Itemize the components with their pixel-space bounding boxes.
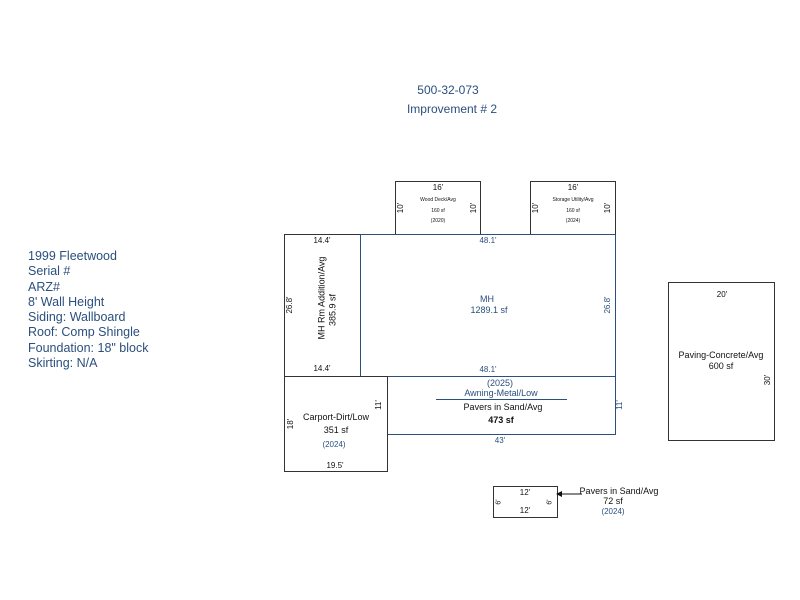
wood-deck-year: (2020) bbox=[430, 218, 446, 224]
improvement-title: Improvement # 2 bbox=[406, 102, 498, 116]
small-pavers-area: 72 sf bbox=[603, 496, 623, 506]
detail-line: 8' Wall Height bbox=[28, 294, 105, 309]
carport-outline bbox=[284, 376, 388, 472]
small-pavers-outline bbox=[493, 486, 558, 518]
storage-top-dim: 16' bbox=[567, 183, 579, 192]
improvement-details: 1999 Fleetwood Serial # ARZ# 8' Wall Hei… bbox=[28, 249, 149, 371]
detail-line: ARZ# bbox=[28, 279, 60, 294]
carport-area: 351 sf bbox=[323, 425, 349, 435]
detail-line: Serial # bbox=[28, 264, 71, 279]
room-addition-top-dim: 14.4' bbox=[313, 236, 331, 245]
detail-line: Roof: Comp Shingle bbox=[28, 325, 140, 340]
awning-area: 473 sf bbox=[488, 415, 514, 425]
detail-line: 1999 Fleetwood bbox=[28, 249, 117, 263]
small-pavers-name: Pavers in Sand/Avg bbox=[579, 486, 659, 496]
wood-deck-name: Wood Deck/Avg bbox=[420, 197, 456, 203]
detail-line: Siding: Wallboard bbox=[28, 310, 126, 325]
awning-pavers-name: Pavers in Sand/Avg bbox=[463, 402, 543, 412]
awning-divider bbox=[436, 399, 567, 400]
awning-bottom-dim: 43' bbox=[494, 436, 506, 445]
parcel-number: 500-32-073 bbox=[417, 83, 479, 97]
storage-year: (2024) bbox=[565, 218, 581, 224]
mh-top-dim: 48.1' bbox=[479, 236, 497, 245]
awning-year: (2025) bbox=[486, 378, 514, 388]
mh-bottom-dim: 48.1' bbox=[479, 365, 497, 374]
carport-name: Carport-Dirt/Low bbox=[302, 412, 370, 422]
storage-name: Storage Utility/Avg bbox=[552, 197, 594, 203]
small-pavers-top-dim: 12' bbox=[519, 488, 531, 497]
wood-deck-top-dim: 16' bbox=[432, 183, 444, 192]
mh-area: 1289.1 sf bbox=[470, 305, 508, 315]
detail-line: Skirting: N/A bbox=[28, 356, 98, 371]
paving-outline bbox=[668, 282, 775, 441]
wood-deck-area: 160 sf bbox=[431, 208, 445, 214]
small-pavers-year: (2024) bbox=[601, 507, 625, 516]
paving-name: Paving-Concrete/Avg bbox=[678, 350, 764, 360]
paving-area: 600 sf bbox=[708, 361, 734, 371]
paving-top-dim: 20' bbox=[716, 290, 728, 299]
mh-name: MH bbox=[480, 294, 494, 304]
carport-bottom-dim: 19.5' bbox=[326, 461, 344, 470]
carport-year: (2024) bbox=[322, 440, 346, 449]
room-addition-bottom-dim: 14.4' bbox=[313, 364, 331, 373]
awning-name: Awning-Metal/Low bbox=[464, 388, 538, 398]
detail-line: Foundation: 18" block bbox=[28, 340, 149, 355]
small-pavers-bottom-dim: 12' bbox=[519, 506, 531, 515]
storage-area: 160 sf bbox=[566, 208, 580, 214]
